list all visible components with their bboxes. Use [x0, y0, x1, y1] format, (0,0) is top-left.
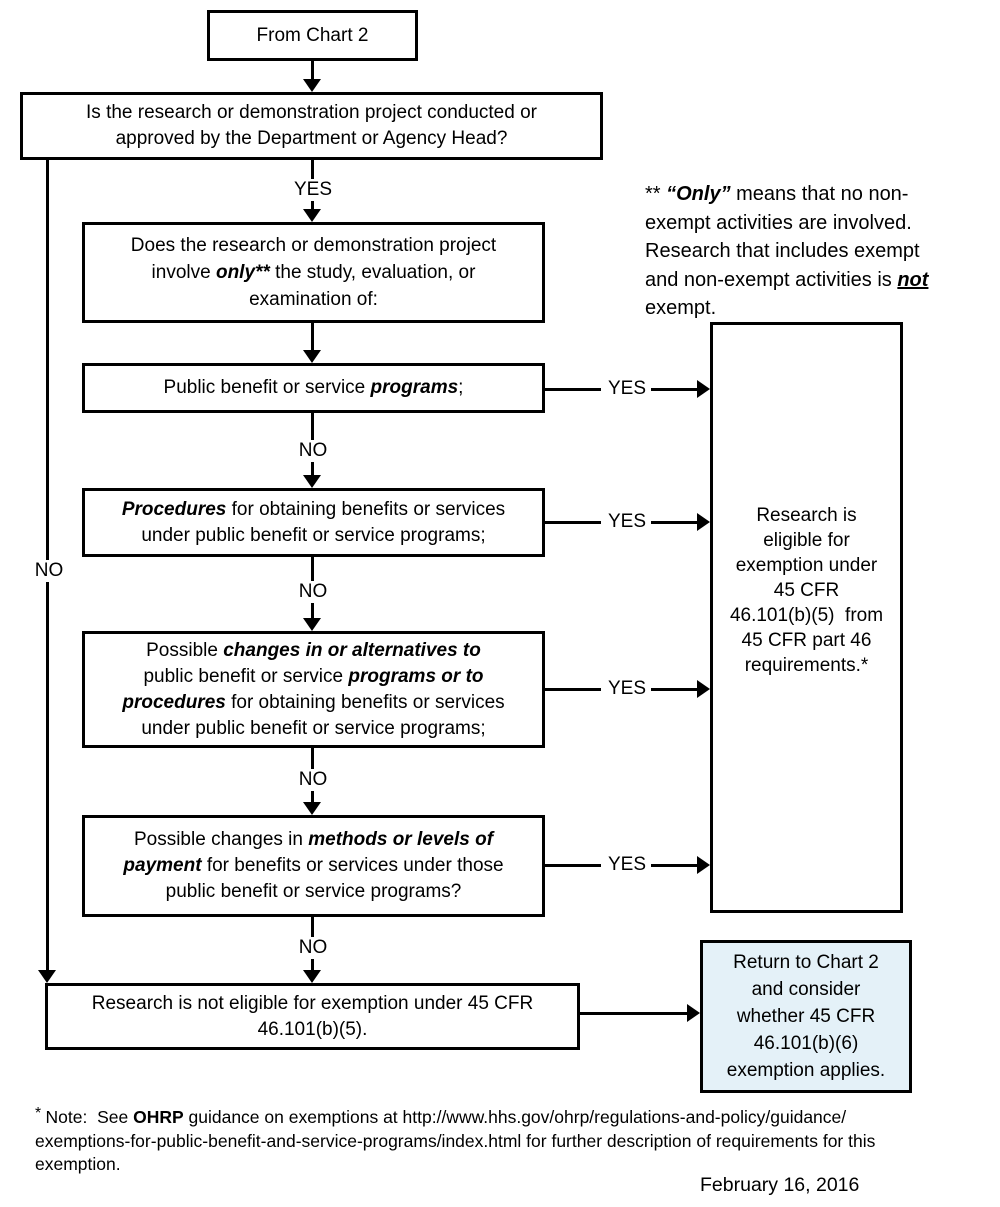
- arrowhead-down-no-long: [38, 970, 56, 983]
- label-yes-programs: YES: [604, 378, 650, 400]
- label-no-q1: NO: [31, 560, 67, 582]
- connector-q2-to-q3: [311, 323, 314, 350]
- connector-yes3-a: [545, 688, 601, 691]
- label-yes-procedures: YES: [604, 511, 650, 533]
- box-from-chart-2-label: From Chart 2: [256, 24, 369, 46]
- arrowhead-down-into-q3: [303, 350, 321, 363]
- decision-programs: Public benefit or service programs;: [82, 363, 545, 413]
- arrowhead-down-into-q4: [303, 475, 321, 488]
- arrowhead-down-into-q1: [303, 79, 321, 92]
- result-not-eligible: Research is not eligible for exemption u…: [45, 983, 580, 1050]
- label-no-q4: NO: [295, 581, 331, 603]
- arrowhead-right-yes4: [697, 856, 710, 874]
- arrowhead-right-yes2: [697, 513, 710, 531]
- note-only-definition: ** “Only” means that no non-exempt activ…: [645, 183, 929, 319]
- decision-payment-methods: Possible changes in methods or levels of…: [82, 815, 545, 917]
- connector-yes1-a: [545, 388, 601, 391]
- label-no-q6: NO: [295, 937, 331, 959]
- connector-chart2-to-q1: [311, 61, 314, 80]
- arrowhead-down-into-q6: [303, 802, 321, 815]
- arrowhead-down-into-q2: [303, 209, 321, 222]
- connector-yes3-b: [651, 688, 697, 691]
- connector-yes4-b: [651, 864, 697, 867]
- connector-yes1-b: [651, 388, 697, 391]
- arrowhead-down-into-q5: [303, 618, 321, 631]
- decision-procedures: Procedures for obtaining benefits or ser…: [82, 488, 545, 557]
- arrowhead-down-into-not-eligible: [303, 970, 321, 983]
- label-yes-q1: YES: [290, 179, 336, 201]
- label-no-q3: NO: [295, 440, 331, 462]
- arrowhead-right-yes1: [697, 380, 710, 398]
- decision-involve-only: Does the research or demonstration proje…: [82, 222, 545, 323]
- connector-yes2-a: [545, 521, 601, 524]
- date-stamp: February 16, 2016: [700, 1174, 860, 1196]
- arrowhead-right-into-return: [687, 1004, 700, 1022]
- connector-not-eligible-to-return: [580, 1012, 687, 1015]
- connector-yes2-b: [651, 521, 697, 524]
- connector-yes4-a: [545, 864, 601, 867]
- label-no-q5: NO: [295, 769, 331, 791]
- label-yes-payment: YES: [604, 854, 650, 876]
- arrowhead-right-yes3: [697, 680, 710, 698]
- label-yes-changes: YES: [604, 678, 650, 700]
- box-from-chart-2: From Chart 2: [207, 10, 418, 61]
- note-ohrp-guidance: * Note: See OHRP guidance on exemptions …: [35, 1105, 876, 1174]
- decision-dept-agency-head: Is the research or demonstration project…: [20, 92, 603, 160]
